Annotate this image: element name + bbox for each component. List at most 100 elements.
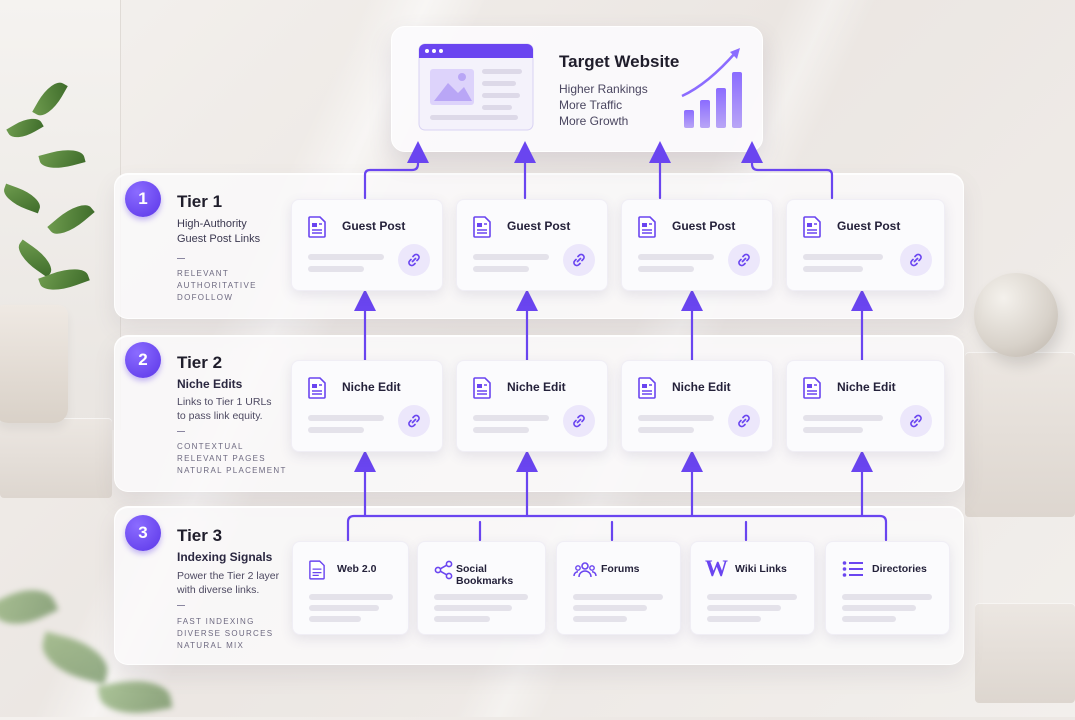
placeholder-bar: [638, 415, 714, 421]
divider: [177, 258, 185, 259]
niche-edit-card[interactable]: Niche Edit: [291, 360, 443, 452]
placeholder-bar: [573, 594, 663, 600]
link-icon: [900, 405, 932, 437]
placeholder-bar: [842, 616, 896, 622]
document-icon: [308, 377, 326, 399]
placeholder-bar: [309, 594, 393, 600]
placeholder-bar: [573, 605, 647, 611]
pedestal: [975, 603, 1075, 703]
tier-tag: DIVERSE SOURCES: [177, 629, 274, 638]
placeholder-bar: [473, 254, 549, 260]
placeholder-bar: [803, 266, 863, 272]
guest-post-card[interactable]: Guest Post: [456, 199, 608, 291]
card-title: Social Bookmarks: [456, 563, 514, 587]
niche-edit-card[interactable]: Niche Edit: [456, 360, 608, 452]
placeholder-bar: [434, 616, 490, 622]
tier-title: Tier 2: [177, 353, 223, 372]
card-title: Wiki Links: [735, 563, 787, 575]
card-title: Niche Edit: [837, 380, 896, 394]
wikipedia-icon: W: [705, 556, 728, 581]
placeholder-bar: [638, 266, 694, 272]
tier-tag: CONTEXTUAL: [177, 442, 244, 451]
placeholder-bar: [573, 616, 627, 622]
card-title: Niche Edit: [507, 380, 566, 394]
niche-edit-card[interactable]: Niche Edit: [621, 360, 773, 452]
placeholder-bar: [842, 594, 932, 600]
placeholder-bar: [638, 254, 714, 260]
pedestal: [965, 352, 1075, 517]
growth-chart-icon: [681, 48, 742, 128]
tier-description: with diverse links.: [177, 584, 260, 596]
tier-description: to pass link equity.: [177, 410, 263, 422]
link-icon: [728, 244, 760, 276]
document-icon: [803, 377, 821, 399]
tier-tag: NATURAL PLACEMENT: [177, 466, 287, 475]
niche-edit-card[interactable]: Niche Edit: [786, 360, 945, 452]
document-icon: [473, 377, 491, 399]
tier-number-badge: 3: [125, 515, 161, 551]
tier-description: Power the Tier 2 layer: [177, 570, 280, 582]
card-title: Guest Post: [672, 219, 736, 233]
document-icon: [309, 560, 325, 580]
share-icon: [434, 560, 453, 580]
plant-pot: [0, 305, 68, 423]
social-bookmarks-card[interactable]: Social Bookmarks: [417, 541, 546, 635]
guest-post-card[interactable]: Guest Post: [291, 199, 443, 291]
tier-description: Links to Tier 1 URLs: [177, 396, 272, 408]
target-benefit: More Growth: [559, 114, 629, 128]
users-icon: [573, 562, 597, 578]
list-icon: [842, 561, 863, 577]
tier-tag: NATURAL MIX: [177, 641, 245, 650]
document-icon: [308, 216, 326, 238]
tier-tag: AUTHORITATIVE: [177, 281, 257, 290]
link-icon: [563, 244, 595, 276]
tier-subtitle: Guest Post Links: [177, 233, 261, 245]
guest-post-card[interactable]: Guest Post: [621, 199, 773, 291]
card-title: Niche Edit: [672, 380, 731, 394]
placeholder-bar: [473, 415, 549, 421]
document-icon: [638, 216, 656, 238]
tier-title: Tier 1: [177, 192, 223, 211]
card-title: Niche Edit: [342, 380, 401, 394]
tier-tag: RELEVANT PAGES: [177, 454, 266, 463]
forums-card[interactable]: Forums: [556, 541, 681, 635]
document-icon: [473, 216, 491, 238]
divider: [177, 431, 185, 432]
web-2-0-card[interactable]: Web 2.0: [292, 541, 409, 635]
placeholder-bar: [308, 415, 384, 421]
placeholder-bar: [434, 594, 528, 600]
placeholder-bar: [707, 594, 797, 600]
tier-tag: FAST INDEXING: [177, 617, 255, 626]
pedestal: [0, 418, 112, 498]
target-benefit: Higher Rankings: [559, 82, 648, 96]
card-title: Forums: [601, 563, 640, 575]
placeholder-bar: [803, 254, 883, 260]
placeholder-bar: [309, 605, 379, 611]
wiki-links-card[interactable]: W Wiki Links: [690, 541, 815, 635]
guest-post-card[interactable]: Guest Post: [786, 199, 945, 291]
tier-tag: RELEVANT: [177, 269, 230, 278]
link-icon: [563, 405, 595, 437]
placeholder-bar: [308, 254, 384, 260]
placeholder-bar: [473, 266, 529, 272]
document-icon: [638, 377, 656, 399]
placeholder-bar: [803, 415, 883, 421]
tier-subtitle: Niche Edits: [177, 377, 243, 391]
tier-number-badge: 2: [125, 342, 161, 378]
placeholder-bar: [308, 266, 364, 272]
browser-window-icon: [418, 43, 534, 131]
card-title: Web 2.0: [337, 563, 377, 575]
link-icon: [900, 244, 932, 276]
tier-subtitle: Indexing Signals: [177, 550, 273, 564]
placeholder-bar: [707, 616, 761, 622]
tier-title: Tier 3: [177, 526, 223, 545]
placeholder-bar: [842, 605, 916, 611]
card-title: Directories: [872, 563, 927, 575]
directories-card[interactable]: Directories: [825, 541, 950, 635]
placeholder-bar: [473, 427, 529, 433]
placeholder-bar: [309, 616, 361, 622]
target-benefit: More Traffic: [559, 98, 623, 112]
tier-subtitle: High-Authority: [177, 218, 247, 230]
placeholder-bar: [638, 427, 694, 433]
